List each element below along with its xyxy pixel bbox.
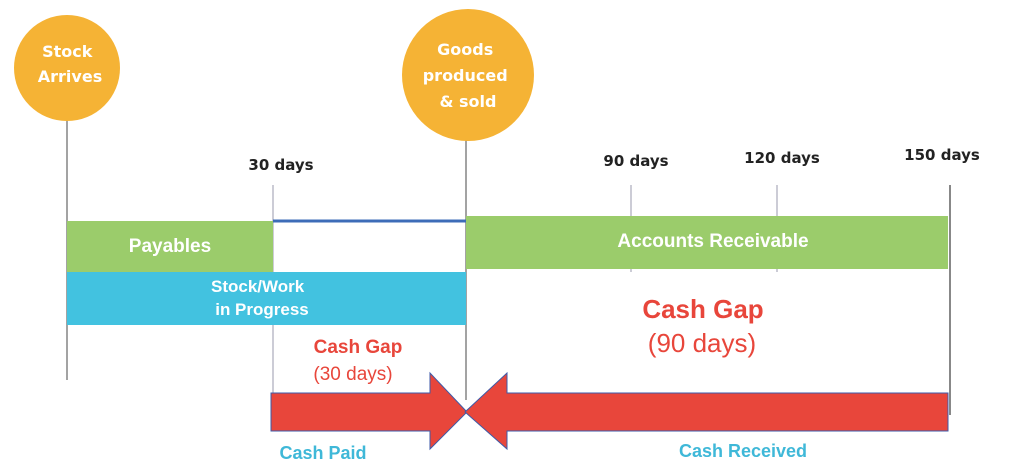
goods-sold-label-2: produced [423, 66, 508, 85]
goods-sold-label-3: & sold [440, 92, 497, 111]
payables-label: Payables [129, 236, 211, 257]
svg-text:Goods produced & sold: Goods produced & sold [423, 40, 514, 111]
cash-received-arrow [464, 371, 949, 451]
goods-sold-circle [402, 9, 534, 141]
svg-text:Stock/Work in Progress: Stock/Work in Progress [211, 277, 309, 319]
cash-received-label: Cash Received [679, 441, 807, 461]
stock-arrives-label-1: Stock [42, 42, 93, 61]
stock-wip-bar [67, 272, 466, 325]
svg-text:Stock Arrives: Stock Arrives [38, 42, 102, 86]
tick-label-90: 90 days [603, 152, 668, 170]
cash-gap-right-sub: (90 days) [648, 328, 756, 358]
payables-bar [67, 221, 273, 272]
goods-sold-label-1: Goods [437, 40, 493, 59]
receivables-bar [466, 216, 948, 269]
stock-wip-label-1: Stock/Work [211, 277, 305, 296]
tick-label-30: 30 days [248, 156, 313, 174]
receivables-label: Accounts Receivable [617, 231, 808, 252]
stock-arrives-circle [14, 15, 120, 121]
cash-gap-left-sub: (30 days) [313, 364, 392, 385]
stock-arrives-label-2: Arrives [38, 67, 102, 86]
cash-paid-label: Cash Paid [279, 443, 366, 463]
tick-label-120: 120 days [744, 149, 820, 167]
cash-gap-left-title: Cash Gap [314, 337, 403, 358]
cash-gap-right-title: Cash Gap [642, 294, 763, 324]
cash-paid-arrow [270, 371, 468, 451]
tick-label-150: 150 days [904, 146, 980, 164]
stock-wip-label-2: in Progress [215, 300, 309, 319]
